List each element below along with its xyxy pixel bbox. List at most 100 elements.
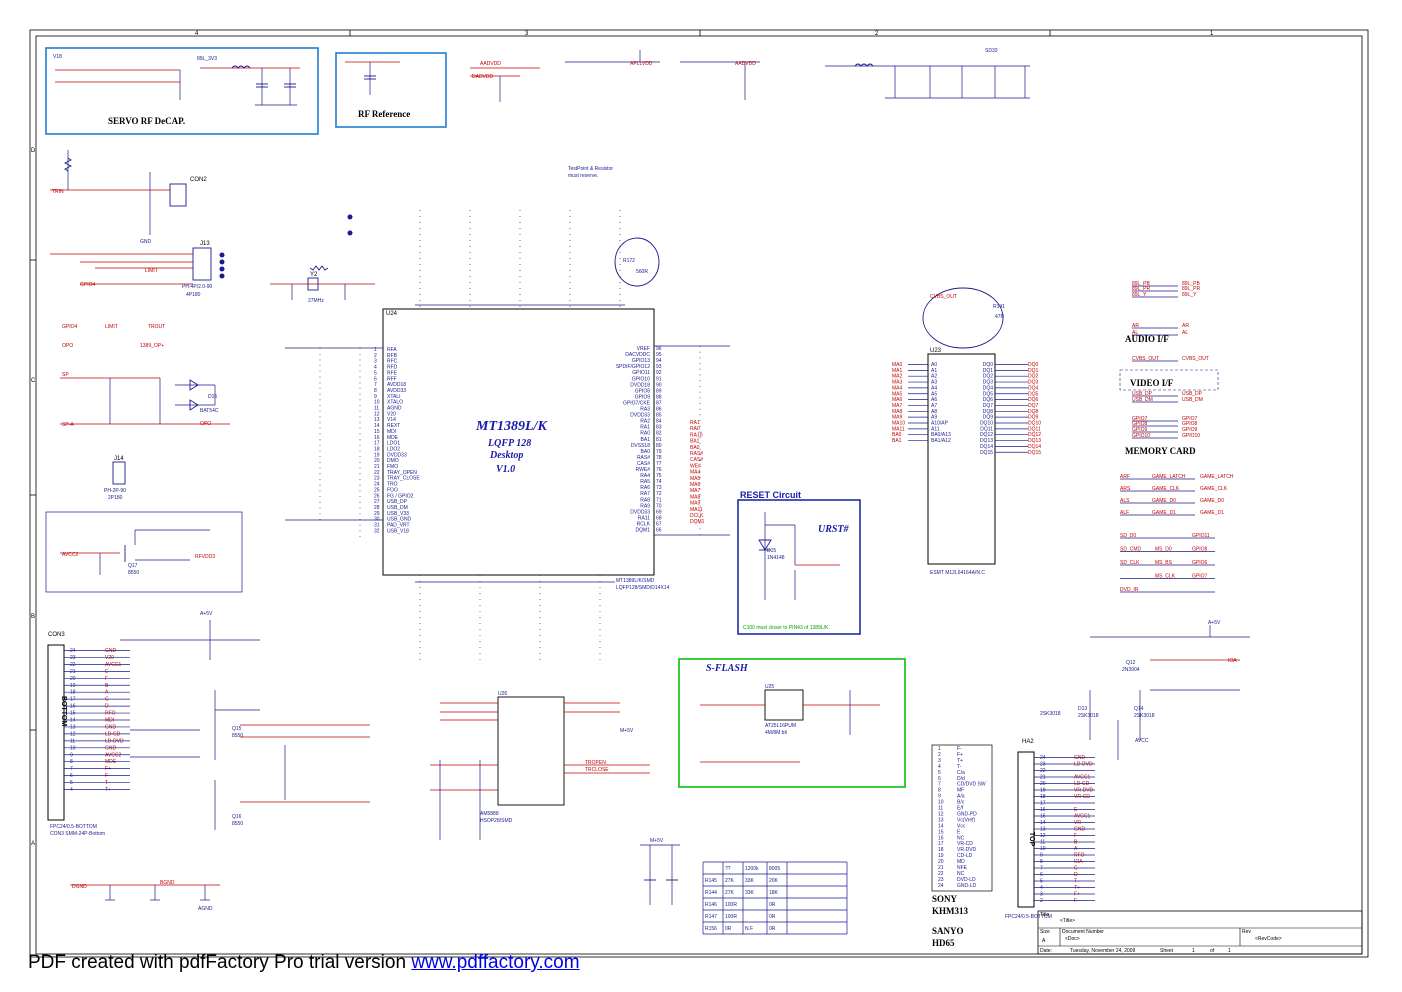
- sony-pin-number: 6: [938, 776, 941, 782]
- chip-right-pin-number: 70: [656, 503, 662, 509]
- label-bgnd: BGND: [160, 880, 175, 886]
- game-signal-net: ARS: [1120, 486, 1131, 492]
- sdram-data-pin: DQ10: [980, 421, 993, 427]
- rf-reference-box: [335, 52, 447, 128]
- sdram-data-net: DQ4: [1028, 385, 1039, 391]
- chip-left-pin-label: AVDD33: [387, 388, 406, 394]
- sflash-box: [678, 658, 906, 788]
- r172-highlight-circle: [614, 237, 660, 287]
- sdram-address-pin: A7: [931, 403, 937, 409]
- mid-net-label: DQM1: [690, 519, 705, 525]
- card-signal-port: GPIO8: [1192, 547, 1208, 553]
- top-connector-body: [1017, 751, 1035, 908]
- card-signal-port: GPIO11: [1192, 533, 1210, 539]
- sony-pin-name: F-: [957, 746, 962, 752]
- chip-left-pins: [285, 347, 383, 540]
- chip-right-pin-number: 69: [656, 509, 662, 515]
- label-j14-part2: 2P180: [108, 495, 123, 501]
- bottom-connector-pin-number: 15: [70, 711, 76, 717]
- chip-left-pin-number: 22: [374, 470, 380, 476]
- chip-right-pin-label: BA0: [641, 449, 651, 455]
- chip-left-pin-number: 10: [374, 400, 380, 406]
- sdram-data-net: DQ11: [1028, 426, 1041, 432]
- card-signal-net: SD_CMD: [1120, 547, 1142, 553]
- top-connector-pin-number: 12: [1040, 833, 1046, 839]
- border-mark-side-d: D: [31, 148, 36, 154]
- chip-left-pin-label: RFF: [387, 376, 397, 382]
- border-mark-top-1: 1: [1210, 31, 1214, 37]
- top-connector-pin-number: 11: [1040, 840, 1045, 846]
- sdram-data-net: DQ13: [1028, 438, 1041, 444]
- label-trout: TROUT: [148, 324, 165, 330]
- title-block-date: Tuesday, November 24, 2009: [1070, 948, 1136, 954]
- label-m5v-driver: M+5V: [620, 728, 634, 734]
- flash-size: 4M/8M bit: [765, 730, 788, 736]
- table-cell: 100R: [725, 914, 737, 920]
- label-j14: J14: [114, 456, 124, 462]
- chip-right-pin-number: 86: [656, 407, 662, 413]
- sheet-outer-frame: [29, 29, 1369, 958]
- interface-signal-net: 89L_PB: [1132, 281, 1150, 287]
- chip-right-pin-number: 90: [656, 382, 662, 388]
- label-m5v-ce5: M+5V: [650, 838, 664, 844]
- bottom-connector-pin-net: T-: [105, 780, 110, 786]
- label-q15-part: 8550: [232, 733, 243, 739]
- label-ha2: HA2: [1022, 739, 1034, 745]
- border-mark-top-4: 4: [195, 31, 199, 37]
- label-con3: CON3: [48, 632, 65, 638]
- label-a5v: A+5V: [200, 611, 213, 617]
- interface-signal-port: USB_DM: [1182, 397, 1203, 403]
- table-cell: R145: [705, 878, 717, 884]
- top-connector-pin-number: 3: [1040, 892, 1043, 898]
- sony-pin-name: E: [957, 829, 961, 835]
- label-trin: TRIN: [52, 189, 64, 195]
- chip-left-pin-label: FOO: [387, 487, 398, 493]
- table-header-cell: ??: [725, 866, 731, 872]
- chip-right-pin-number: 92: [656, 370, 662, 376]
- sony-pin-name: MF: [957, 788, 964, 794]
- sdram-address-net: MA5: [892, 391, 903, 397]
- title-block-title-label: Title: [1040, 912, 1049, 918]
- chip-left-pin-number: 7: [374, 382, 377, 388]
- sdram-address-pin: A5: [931, 391, 937, 397]
- chip-right-pin-number: 72: [656, 491, 662, 497]
- chip-right-pin-label: SPDIF/GPIO12: [616, 364, 650, 370]
- interface-signal-net: 89L_PR: [1132, 286, 1150, 292]
- sony-pin-number: 17: [938, 841, 944, 847]
- top-connector-pin-net: GND: [1074, 827, 1086, 833]
- sony-pin-name: GND-LD: [957, 883, 977, 889]
- sony-pin-name: C/a: [957, 770, 965, 776]
- chip-variant: Desktop: [489, 450, 523, 461]
- cvbs-highlight-circle: [922, 287, 1004, 349]
- bottom-connector-pin-net: LD-DVD: [105, 738, 124, 744]
- bottom-connector-pin-number: 22: [70, 662, 76, 668]
- border-mark-top-2: 2: [875, 31, 879, 37]
- chip-left-pin-label: RFB: [387, 353, 398, 359]
- mid-net-label: BA0: [690, 445, 700, 451]
- video-if-label: VIDEO I/F: [1130, 378, 1174, 388]
- label-u26: U26: [498, 691, 507, 697]
- chip-left-pin-number: 20: [374, 458, 380, 464]
- chip-right-pin-label: DVDD33: [630, 509, 650, 515]
- loader-sanyo: SANYO: [932, 926, 964, 936]
- chip-right-pin-label: RA8: [640, 497, 650, 503]
- bottom-connector-pin-number: 18: [70, 690, 76, 696]
- servo-decap-box: [45, 47, 319, 135]
- pdf-footer: PDF created with pdfFactory Pro trial ve…: [28, 952, 580, 974]
- label-q-extra: 2SK3018: [1040, 711, 1061, 717]
- top-connector-pin-net: GND: [1074, 755, 1086, 761]
- label-gpio4: GPIO4: [80, 282, 96, 288]
- pdf-footer-link[interactable]: www.pdffactory.com: [411, 952, 580, 973]
- chip-right-pin-number: 84: [656, 419, 662, 425]
- sony-pin-number: 19: [938, 853, 944, 859]
- sdram-data-net: DQ10: [1028, 421, 1041, 427]
- top-connector-pin-net: F: [1074, 833, 1077, 839]
- sony-pin-name: T+: [957, 758, 963, 764]
- chip-right-pin-label: RA4: [640, 473, 650, 479]
- bottom-connector-pin-net: AVCC2: [105, 752, 122, 758]
- chip-right-pin-label: DACVDDC: [625, 352, 650, 358]
- title-block-of-label: of: [1210, 948, 1215, 954]
- game-signal-net: ALF: [1120, 510, 1129, 516]
